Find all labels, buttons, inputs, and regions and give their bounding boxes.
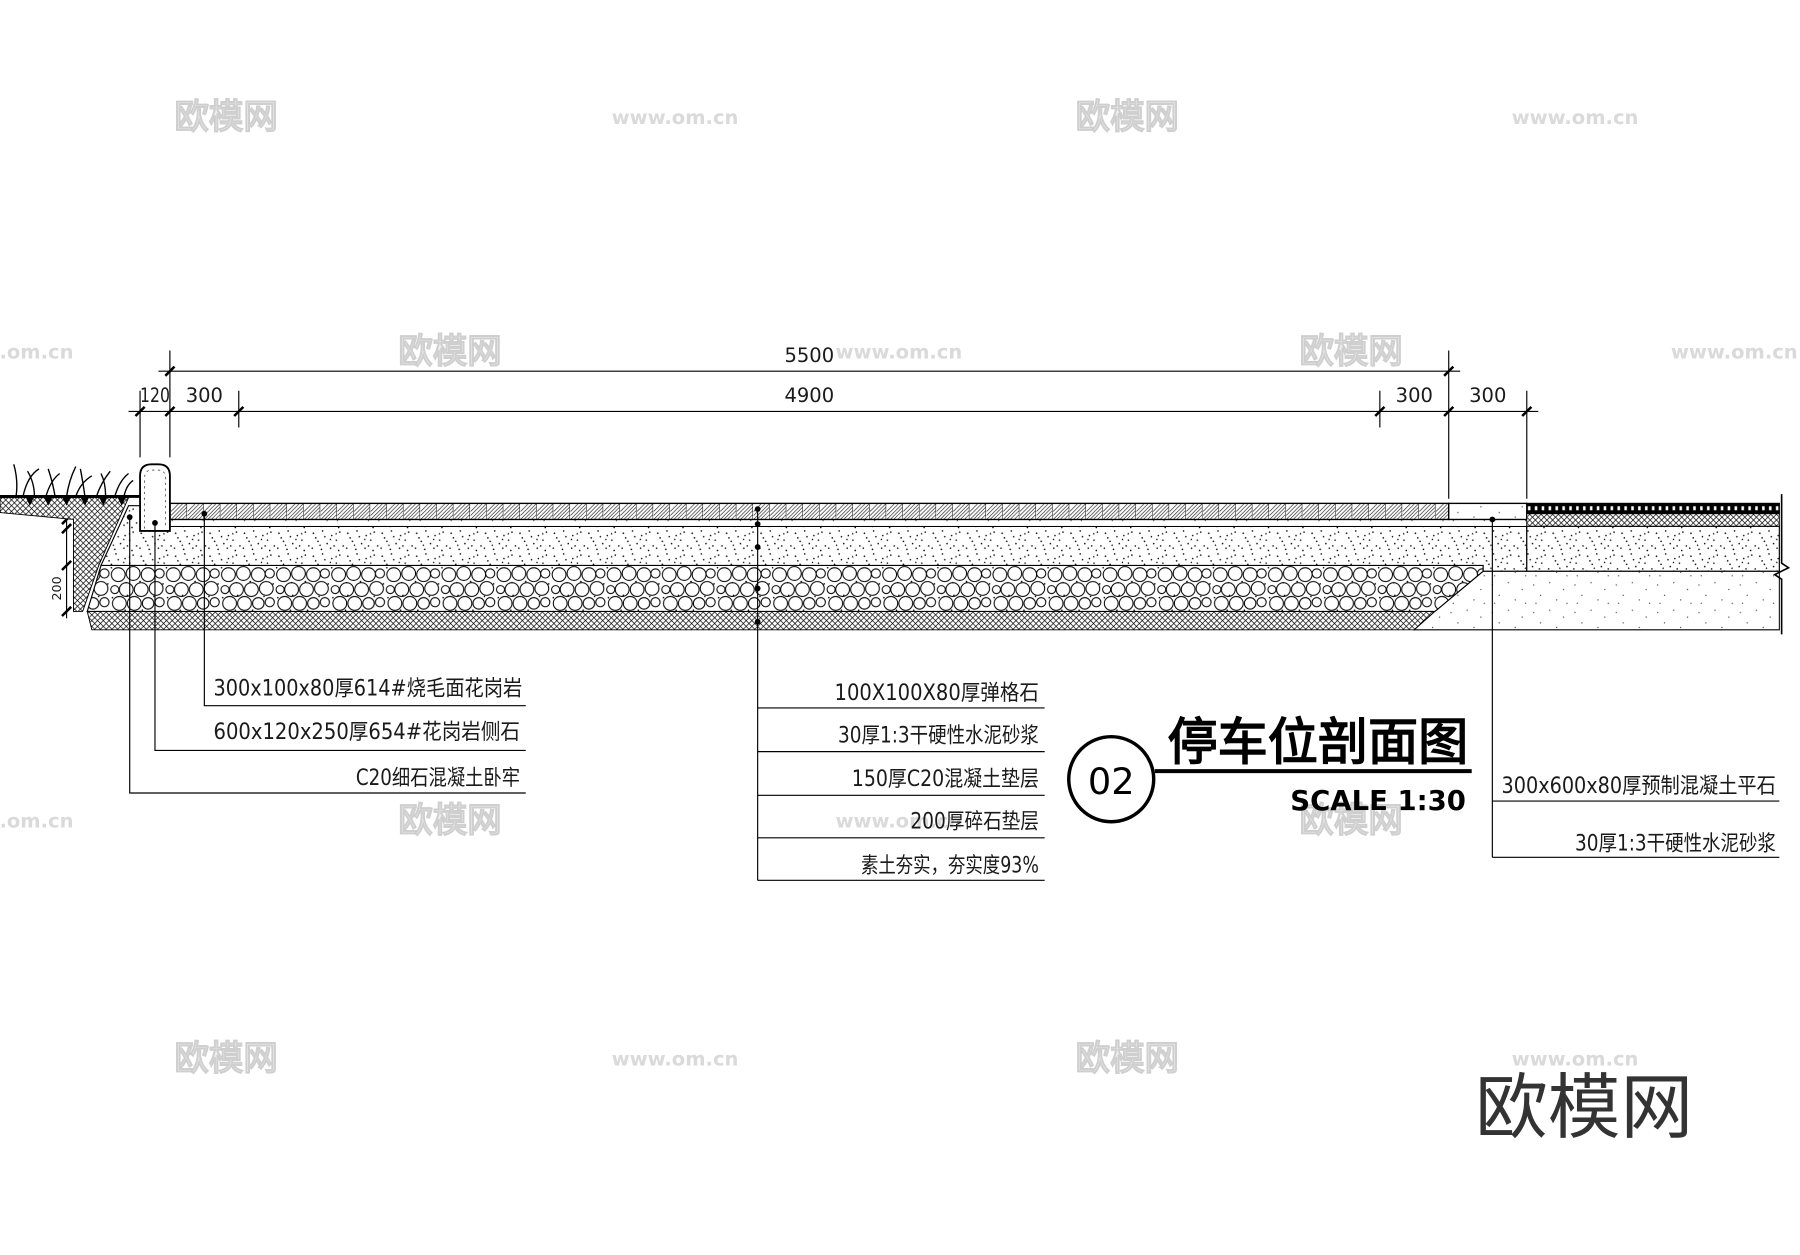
center-leader-lines [757,506,1045,881]
leader-dot [126,514,133,521]
watermark-logo: 欧模网 [398,332,501,372]
callout-paving-stone: 300x100x80厚614#烧毛面花岗岩 [214,676,523,701]
watermark-url: www.om.cn [612,1047,739,1070]
drawing-number-circle [1067,734,1156,824]
granite-curb [139,463,171,532]
curb-inner-line [144,469,166,529]
watermark-logo: 欧模网 [1076,1039,1179,1079]
watermark-url: www.om.cn [1512,106,1639,129]
watermark-url: www.om.cn [0,809,73,832]
callout-concrete: 150厚C20混凝土垫层 [852,767,1039,792]
watermark-url: www.om.cn [1512,1047,1639,1070]
section-body [0,463,1791,635]
watermark-logo: 欧模网 [1076,98,1179,138]
mortar-layer [169,519,1528,527]
grass-symbol [13,464,134,506]
dimension-left-border: 300 [186,384,223,407]
watermark-logo: 欧模网 [398,801,501,841]
left-callouts: 300x100x80厚614#烧毛面花岗岩 600x120x250厚654#花岗… [126,510,526,794]
leader-dot [754,506,761,512]
center-callouts: 100X100X80厚弹格石 30厚1:3干硬性水泥砂浆 150厚C20混凝土垫… [754,506,1045,881]
leader-dot [754,544,761,550]
callout-soil: 素土夯实，夯实度93% [861,853,1039,878]
watermark-logo: 欧模网 [175,98,278,138]
watermark-logo: 欧模网 [1300,801,1403,841]
title-block: 02 停车位剖面图 SCALE 1:30 [1067,713,1472,824]
callout-flat-stone-mortar: 30厚1:3干硬性水泥砂浆 [1575,831,1776,856]
callout-flat-stone: 300x600x80厚预制混凝土平石 [1502,774,1776,799]
dimension-ticks [134,365,1533,417]
right-leader-lines [1491,519,1780,858]
leader-dot [152,520,158,526]
leader-dot [754,618,761,625]
dimension-overall: 5500 [784,344,834,367]
dimension-field: 4900 [784,384,834,407]
right-concrete-layer [1526,525,1780,572]
depth-dimension-ticks [61,513,73,617]
paving-stone-layer [169,502,1450,521]
left-leader-lines [129,513,526,794]
leader-dot [754,521,761,527]
watermark-url: www.om.cn [0,341,73,364]
right-surface-layer [1526,502,1780,515]
leader-dot [1489,516,1496,523]
right-callouts: 300x600x80厚预制混凝土平石 30厚1:3干硬性水泥砂浆 [1489,516,1780,858]
precast-flat-stone [1448,502,1528,521]
dimension-flat-stone: 300 [1469,384,1506,407]
callout-mortar: 30厚1:3干硬性水泥砂浆 [838,723,1039,748]
planting-soil [0,497,130,612]
watermark-url: www.om.cn [835,809,962,832]
dimension-curb: 120 [140,384,170,407]
dimension-lines: 5500 120 300 4900 300 300 200 [49,344,1539,619]
callout-gravel: 200厚碎石垫层 [910,810,1039,835]
callout-curb-haunch: C20细石混凝土卧牢 [356,766,520,791]
extension-lines [139,350,1528,499]
leader-dot [201,510,208,517]
compacted-soil-layer [86,610,1437,631]
drawing-title: 停车位剖面图 [1167,713,1468,772]
right-mortar-layer [1526,513,1780,527]
watermark-logo: 欧模网 [175,1039,278,1079]
watermarks: 欧模网 www.om.cn 欧模网 www.om.cn www.om.cn 欧模… [0,97,1798,1079]
callout-grid-stone: 100X100X80厚弹格石 [835,681,1039,706]
watermark-logo: 欧模网 [1300,332,1403,372]
callout-curb-stone: 600x120x250厚654#花岗岩侧石 [214,720,521,745]
watermark-url: www.om.cn [612,106,739,129]
dimension-subbase-depth: 200 [49,576,64,600]
drawing-scale: SCALE 1:30 [1290,785,1466,817]
brand-watermark: 欧模网 [1475,1066,1693,1149]
drawing-number: 02 [1088,760,1135,803]
break-line [1773,494,1791,635]
leader-dot [754,585,761,592]
watermark-url: www.om.cn [835,341,962,364]
dimension-right-border: 300 [1396,384,1433,407]
gravel-layer [86,564,1484,612]
watermark-url: www.om.cn [1671,341,1798,364]
